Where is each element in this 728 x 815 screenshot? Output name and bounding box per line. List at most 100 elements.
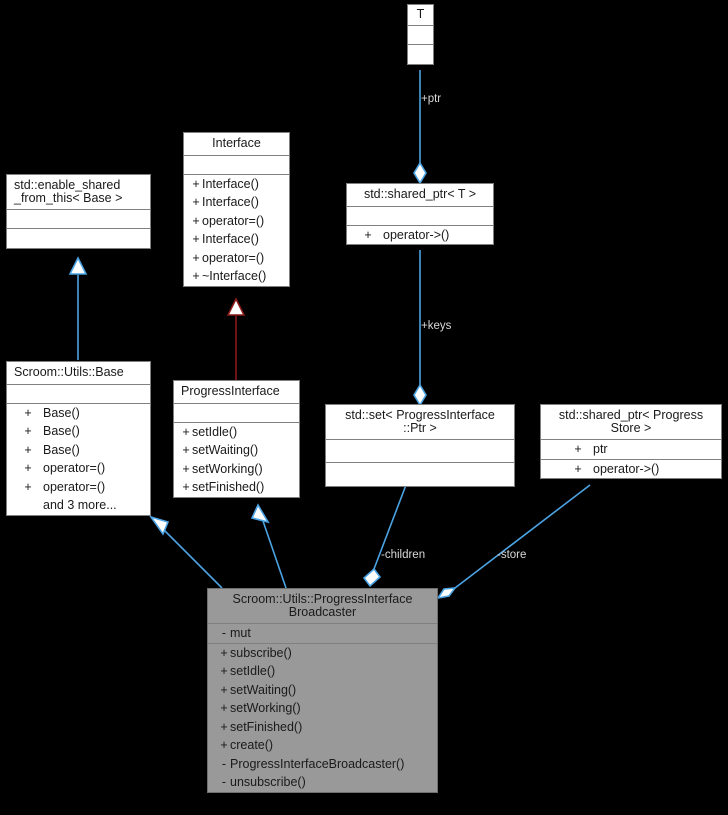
- method-name: operator=(): [43, 461, 106, 475]
- attribute-row: +ptr: [541, 440, 721, 459]
- method-name: Interface(): [202, 176, 259, 191]
- method-row: +subscribe(): [208, 644, 437, 663]
- visibility-marker: -: [221, 626, 227, 640]
- method-name: Interface(): [202, 232, 259, 246]
- method-name: setWaiting(): [192, 443, 259, 457]
- visibility-marker: +: [364, 227, 372, 242]
- class-methods-set-progressinterface-ptr: [326, 463, 514, 486]
- method-row: +Interface(): [184, 230, 289, 249]
- visibility-marker: +: [24, 405, 32, 420]
- visibility-marker: -: [221, 775, 227, 789]
- class-box-enable-shared-from-this[interactable]: std::enable_shared _from_this< Base >: [6, 174, 151, 249]
- method-row: + Base(): [7, 441, 150, 460]
- edge-store-aggregation: [436, 484, 591, 600]
- edge-broadcaster-inherits-base: [149, 515, 223, 589]
- visibility-marker: +: [192, 232, 200, 246]
- method-row: + Base(): [7, 404, 150, 423]
- visibility-marker: +: [574, 461, 582, 476]
- visibility-marker: -: [221, 756, 227, 771]
- attribute-name: mut: [230, 626, 251, 640]
- method-row: +Interface(): [184, 175, 289, 194]
- method-row: -ProgressInterfaceBroadcaster(): [208, 755, 437, 774]
- method-row: +create(): [208, 736, 437, 755]
- method-row: +operator=(): [7, 459, 150, 478]
- visibility-marker: +: [24, 442, 32, 457]
- class-title-progressinterface: ProgressInterface: [174, 381, 299, 404]
- method-name: unsubscribe(): [230, 775, 306, 789]
- class-box-scroom-utils-base[interactable]: Scroom::Utils::Base +Base() +Base() +Bas…: [6, 361, 151, 516]
- method-name: setFinished(): [230, 719, 303, 734]
- method-row: +setWaiting(): [174, 441, 299, 460]
- class-title-set-progressinterface-ptr: std::set< ProgressInterface ::Ptr >: [326, 405, 514, 440]
- method-name: create(): [230, 738, 274, 752]
- method-name: operator=(): [43, 479, 106, 494]
- class-box-progressinterface-broadcaster[interactable]: Scroom::Utils::ProgressInterface Broadca…: [207, 588, 438, 793]
- class-methods-progressinterface: +setIdle() +setWaiting() +setWorking() +…: [174, 423, 299, 497]
- class-attributes-scroom-utils-base: [7, 385, 150, 404]
- class-title-shared-ptr-t: std::shared_ptr< T >: [347, 184, 493, 207]
- visibility-marker: +: [192, 213, 200, 228]
- method-row: +setWorking(): [208, 699, 437, 718]
- method-row: +operator->(): [541, 460, 721, 479]
- visibility-marker: +: [24, 479, 32, 494]
- method-row-more: and 3 more...: [7, 496, 150, 515]
- attribute-name: ptr: [593, 442, 608, 456]
- method-row: +setFinished(): [208, 718, 437, 737]
- edge-base-inherits-enable-shared: [68, 256, 88, 360]
- class-box-progressinterface[interactable]: ProgressInterface +setIdle() +setWaiting…: [173, 380, 300, 498]
- class-methods-interface: +Interface() +Interface() +operator=() +…: [184, 175, 289, 286]
- method-row: +operator=(): [184, 212, 289, 231]
- class-title-t: T: [408, 5, 433, 26]
- visibility-marker: +: [192, 250, 200, 265]
- class-methods-enable-shared-from-this: [7, 229, 150, 248]
- method-name: subscribe(): [230, 645, 292, 660]
- visibility-marker: +: [220, 738, 228, 752]
- class-box-set-progressinterface-ptr[interactable]: std::set< ProgressInterface ::Ptr >: [325, 404, 515, 487]
- class-methods-progressinterface-broadcaster: +subscribe() +setIdle() +setWaiting() +s…: [208, 644, 437, 792]
- visibility-marker: +: [192, 269, 200, 283]
- visibility-marker: +: [24, 424, 32, 438]
- class-attributes-shared-ptr-t: [347, 207, 493, 226]
- method-row: +Interface(): [184, 193, 289, 212]
- edge-label-ptr: +ptr: [421, 93, 442, 105]
- class-methods-shared-ptr-t: + operator->(): [347, 226, 493, 245]
- class-methods-shared-ptr-progress-store: +operator->(): [541, 460, 721, 479]
- method-row: +setIdle(): [208, 662, 437, 681]
- method-name: Base(): [43, 442, 80, 457]
- visibility-marker: +: [220, 682, 228, 697]
- edge-label-keys: +keys: [421, 320, 452, 332]
- method-row: + operator->(): [347, 226, 493, 245]
- method-name: ~Interface(): [202, 269, 267, 283]
- class-attributes-progressinterface: [174, 404, 299, 423]
- method-name: setWorking(): [230, 701, 301, 715]
- method-name: setIdle(): [230, 664, 276, 678]
- method-row: +setWaiting(): [208, 681, 437, 700]
- method-row: +setIdle(): [174, 423, 299, 442]
- method-row: +Base(): [7, 422, 150, 441]
- class-title-shared-ptr-progress-store: std::shared_ptr< Progress Store >: [541, 405, 721, 440]
- visibility-marker: +: [220, 719, 228, 734]
- visibility-marker: +: [182, 443, 190, 457]
- visibility-marker: +: [182, 461, 190, 476]
- class-box-shared-ptr-t[interactable]: std::shared_ptr< T > + operator->(): [346, 183, 494, 245]
- class-title-enable-shared-from-this: std::enable_shared _from_this< Base >: [7, 175, 150, 210]
- edge-label-children: -children: [381, 549, 426, 561]
- class-attributes-enable-shared-from-this: [7, 210, 150, 229]
- method-name: Interface(): [202, 195, 259, 209]
- method-row: +setFinished(): [174, 478, 299, 497]
- class-box-interface[interactable]: Interface +Interface() +Interface() +ope…: [183, 132, 290, 287]
- visibility-marker: +: [192, 195, 200, 209]
- class-methods-t: [408, 45, 433, 64]
- method-name: Base(): [43, 405, 80, 420]
- method-row: +operator=(): [184, 249, 289, 268]
- attribute-row: -mut: [208, 624, 437, 643]
- method-name: operator->(): [383, 227, 450, 242]
- method-name: and 3 more...: [43, 498, 117, 512]
- visibility-marker: +: [192, 176, 200, 191]
- class-box-t[interactable]: T: [407, 4, 434, 65]
- visibility-marker: +: [182, 480, 190, 494]
- class-box-shared-ptr-progress-store[interactable]: std::shared_ptr< Progress Store > +ptr +…: [540, 404, 722, 479]
- class-attributes-interface: [184, 156, 289, 175]
- edge-ptr-aggregation: [413, 70, 427, 185]
